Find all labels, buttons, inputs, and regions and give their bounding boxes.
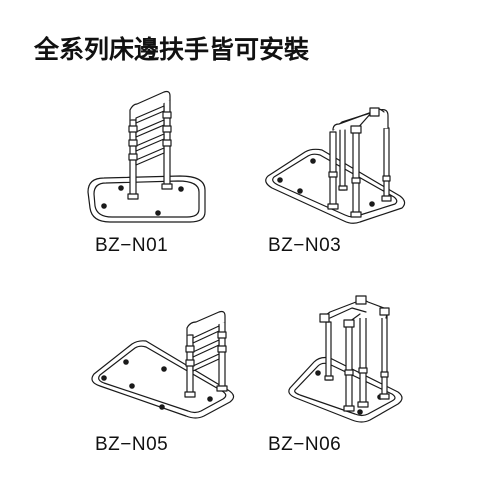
bz-n01-illustration bbox=[87, 90, 206, 223]
bz-n05-handrail-frame bbox=[184, 310, 228, 398]
bz-n06-handrail-frame bbox=[319, 295, 390, 412]
model-label-bz-n03: BZ−N03 bbox=[268, 235, 342, 256]
bz-n03-illustration bbox=[265, 107, 406, 224]
bz-n05-base-plate bbox=[91, 340, 235, 419]
bz-n01-handrail-frame bbox=[127, 90, 173, 200]
model-label-bz-n06: BZ−N06 bbox=[268, 434, 342, 455]
bz-n05-illustration bbox=[91, 310, 235, 419]
model-label-bz-n01: BZ−N01 bbox=[95, 235, 169, 256]
page-title: 全系列床邊扶手皆可安裝 bbox=[34, 35, 310, 64]
bz-n01-base-plate bbox=[87, 175, 206, 223]
bz-n03-handrail-frame bbox=[327, 107, 392, 218]
model-label-bz-n05: BZ−N05 bbox=[95, 434, 169, 455]
bz-n06-illustration bbox=[288, 295, 403, 423]
